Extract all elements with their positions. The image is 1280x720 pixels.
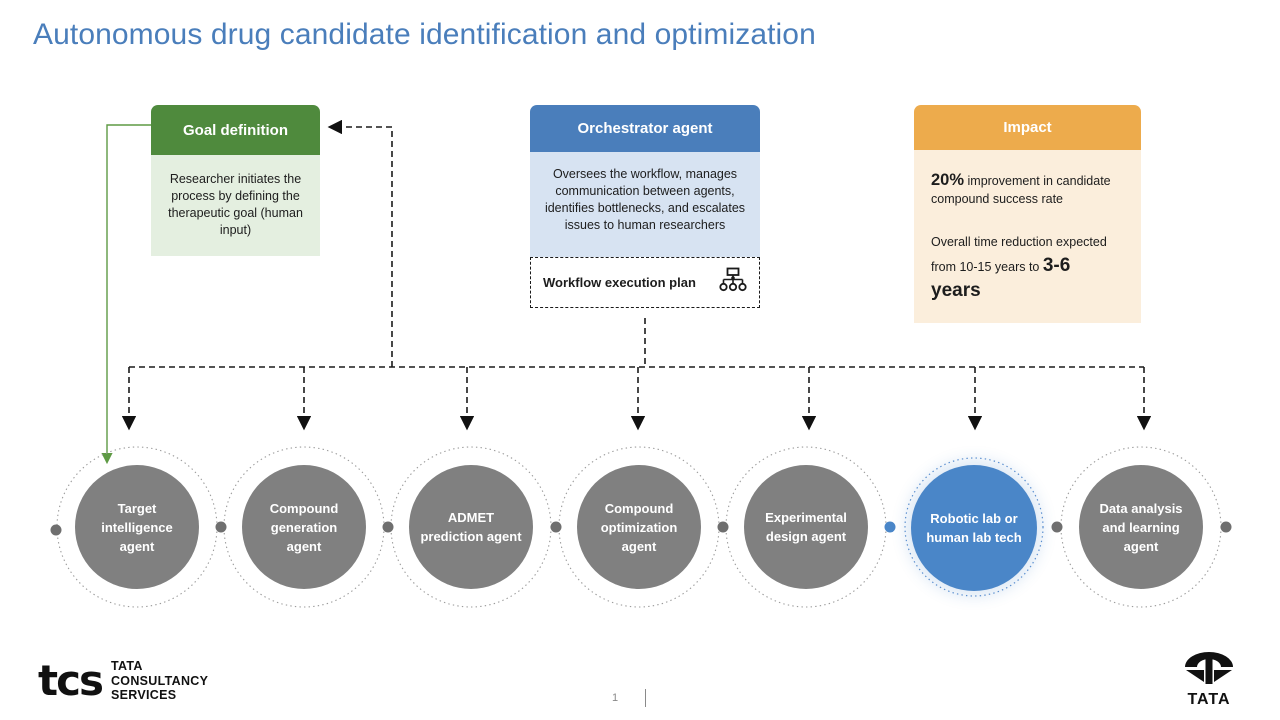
card-goal-heading: Goal definition (151, 105, 320, 155)
card-orchestrator-heading: Orchestrator agent (530, 105, 760, 152)
agent-robotic-lab[interactable]: Robotic lab or human lab tech (911, 465, 1037, 591)
tcs-logo: tcs TATA CONSULTANCY SERVICES (38, 659, 208, 703)
impact-stat-line: 20% improvement in candidate compound su… (931, 171, 1124, 208)
agent-label: Compound optimization agent (600, 500, 678, 554)
agent-compound-generation[interactable]: Compound generation agent (242, 465, 366, 589)
agent-data-analysis[interactable]: Data analysis and learning agent (1079, 465, 1203, 589)
agent-label: Target intelligence agent (101, 500, 173, 554)
agent-label: Robotic lab or human lab tech (926, 511, 1022, 545)
card-impact[interactable]: Impact 20% improvement in candidate comp… (914, 105, 1141, 323)
impact-time-value: 3-6 years (931, 255, 1071, 301)
impact-stat-text: improvement in candidate compound succes… (931, 174, 1111, 206)
impact-time-prefix: Overall time reduction expected from 10-… (931, 235, 1107, 274)
bus-drop-arrows (121, 367, 1152, 431)
tcs-logo-line1: TATA (110, 659, 143, 673)
page-title: Autonomous drug candidate identification… (33, 18, 816, 51)
agent-label: Compound generation agent (269, 500, 339, 554)
card-goal-definition[interactable]: Goal definition Researcher initiates the… (151, 105, 320, 256)
card-orchestrator-agent[interactable]: Orchestrator agent Oversees the workflow… (530, 105, 760, 308)
tata-emblem-icon (1185, 652, 1233, 684)
page-number-divider (645, 689, 646, 707)
tata-wordmark: TATA (1187, 691, 1231, 708)
agent-compound-optimization[interactable]: Compound optimization agent (577, 465, 701, 589)
agent-label: ADMET prediction agent (420, 510, 522, 544)
card-orchestrator-body: Oversees the workflow, manages communica… (530, 152, 760, 257)
agent-label: Experimental design agent (765, 510, 847, 544)
workflow-execution-plan-label: Workflow execution plan (543, 275, 696, 290)
impact-stat-value: 20% (931, 171, 965, 189)
card-impact-body: 20% improvement in candidate compound su… (914, 150, 1141, 323)
workflow-execution-plan[interactable]: Workflow execution plan (530, 257, 760, 308)
green-flow-connector (101, 124, 151, 465)
tata-logo: TATA (1178, 651, 1240, 709)
hierarchy-icon (719, 267, 747, 298)
page-number: 1 (612, 692, 619, 704)
tcs-logo-line3: SERVICES (110, 688, 177, 702)
card-impact-heading: Impact (914, 105, 1141, 150)
impact-time-line: Overall time reduction expected from 10-… (931, 231, 1124, 304)
card-goal-body: Researcher initiates the process by defi… (151, 155, 320, 256)
tcs-logo-line2: CONSULTANCY (110, 673, 209, 688)
tcs-wordmark: tcs (38, 655, 104, 705)
tcs-logo-text: TATA CONSULTANCY SERVICES (111, 659, 208, 703)
feedback-connector (327, 119, 393, 367)
agent-experimental-design[interactable]: Experimental design agent (744, 465, 868, 589)
agent-target-intelligence[interactable]: Target intelligence agent (75, 465, 199, 589)
agent-admet-prediction[interactable]: ADMET prediction agent (409, 465, 533, 589)
agent-label: Data analysis and learning agent (1099, 500, 1183, 554)
